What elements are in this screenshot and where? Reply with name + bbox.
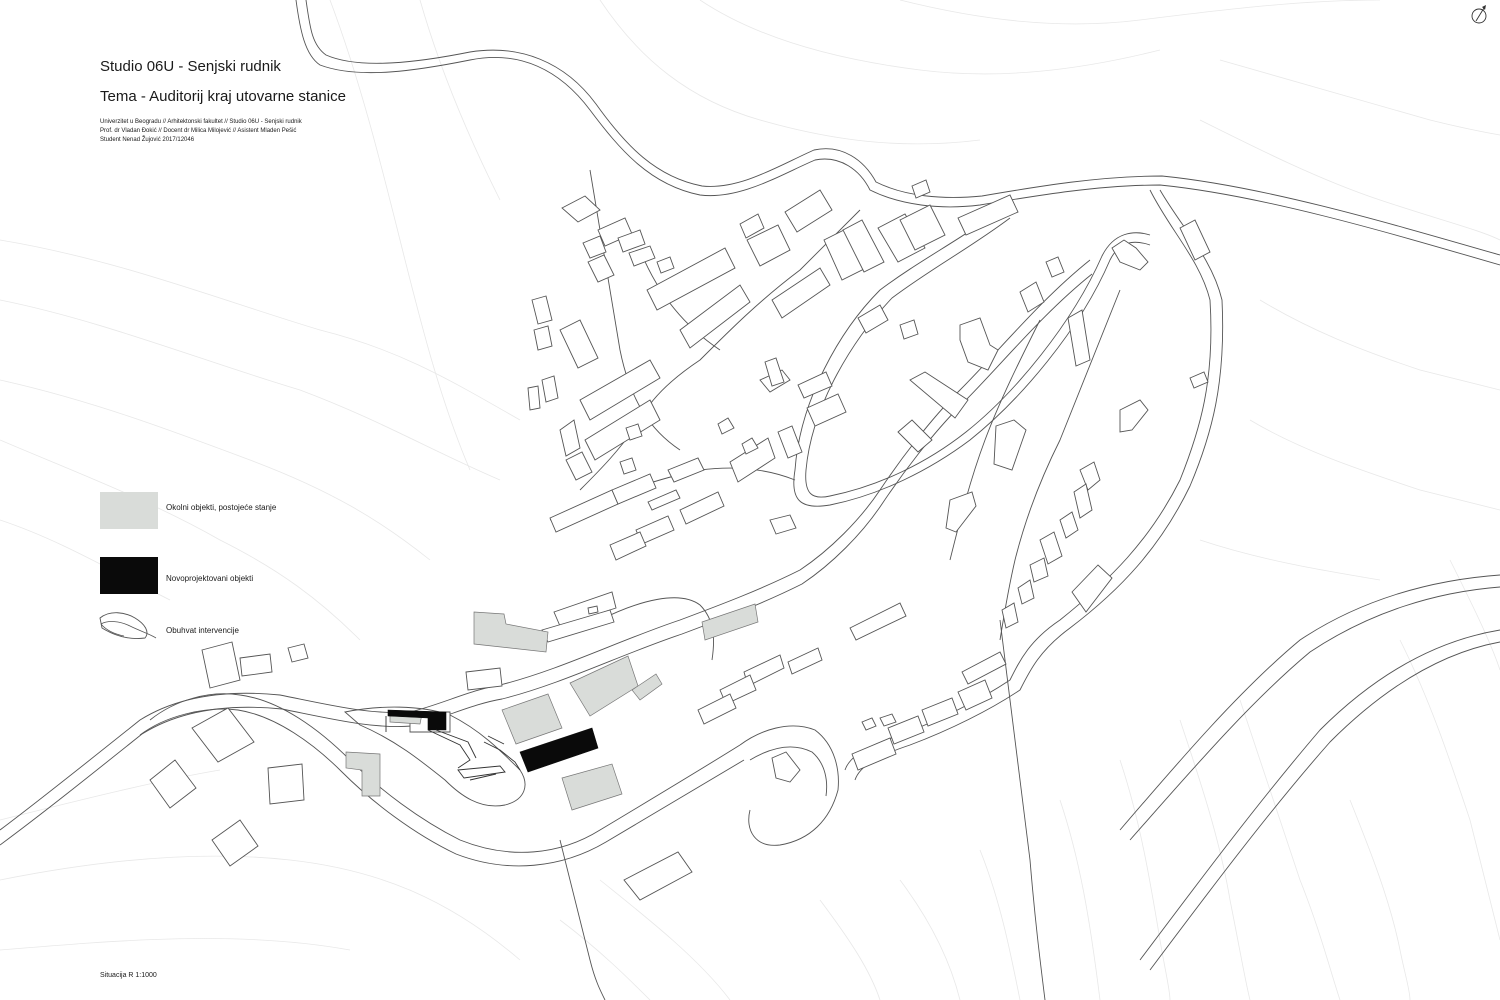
building-footprints: [149, 179, 1211, 901]
info-line-3: Student Nenad Žujović 2017/12046: [100, 137, 195, 143]
legend-label-new: Novoprojektovani objekti: [166, 574, 254, 583]
legend-swatch-existing: [100, 492, 158, 529]
info-line-1: Univerzitet u Beogradu // Arhitektonski …: [100, 119, 302, 125]
intervention-scope: [385, 716, 521, 781]
legend-label-scope: Obuhvat intervencije: [166, 626, 239, 635]
north-arrow-icon: [1471, 5, 1487, 24]
legend-label-existing: Okolni objekti, postojeće stanje: [166, 503, 277, 512]
page-title: Studio 06U - Senjski rudnik: [100, 58, 281, 75]
page-subtitle: Tema - Auditorij kraj utovarne stanice: [100, 88, 346, 105]
legend-swatch-scope: [100, 621, 157, 639]
scale-label: Situacija R 1:1000: [100, 972, 157, 979]
info-line-2: Prof. dr Vladan Đokić // Docent dr Milic…: [100, 128, 297, 134]
existing-buildings: [345, 603, 759, 811]
legend-swatch-new: [100, 557, 158, 594]
